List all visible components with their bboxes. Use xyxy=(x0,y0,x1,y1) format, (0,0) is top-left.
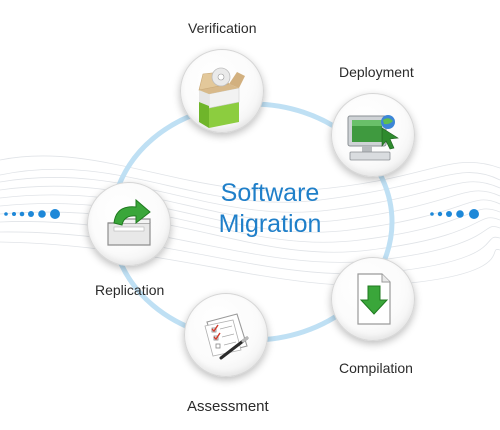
right-connector-dots xyxy=(430,209,479,219)
center-title: Software Migration xyxy=(175,178,365,240)
replication-label: Replication xyxy=(95,282,165,298)
assessment-label: Assessment xyxy=(187,398,269,415)
computer-monitor-icon xyxy=(347,115,399,161)
checklist-pen-icon xyxy=(204,313,249,360)
deployment-label: Deployment xyxy=(339,64,414,80)
compilation-label: Compilation xyxy=(339,360,413,376)
title-line-1: Software xyxy=(220,179,320,207)
folder-arrow-icon xyxy=(107,198,151,246)
verification-label: Verification xyxy=(188,20,257,36)
title-line-2: Migration xyxy=(218,210,322,238)
verification-node[interactable] xyxy=(180,49,264,133)
download-document-icon xyxy=(357,273,391,325)
deployment-node[interactable] xyxy=(331,93,415,177)
compilation-node[interactable] xyxy=(331,257,415,341)
replication-node[interactable] xyxy=(87,182,171,266)
left-connector-dots xyxy=(4,209,60,219)
assessment-node[interactable] xyxy=(184,293,268,377)
software-box-icon xyxy=(198,67,245,128)
